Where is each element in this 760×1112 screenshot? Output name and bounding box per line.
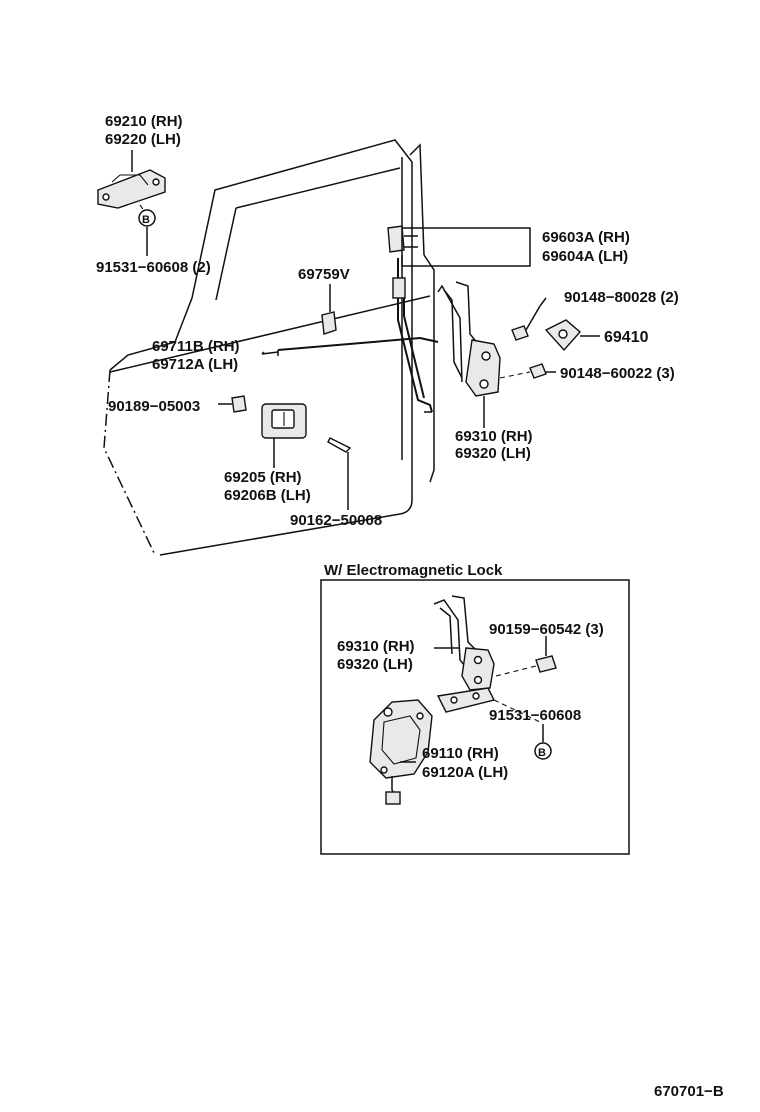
- label-69205: 69205 (RH): [224, 469, 302, 486]
- label-90189-05003: 90189−05003: [108, 398, 200, 415]
- label-box-69603: [401, 227, 531, 267]
- inset-actuator-part: [369, 699, 433, 805]
- label-69206B: 69206B (LH): [224, 487, 311, 504]
- inside-lock-rod: [261, 336, 439, 356]
- screw-90148-80028: [511, 297, 547, 341]
- labels-inset: 69310 (RH) 69320 (LH) 90159−60542 (3) 91…: [337, 621, 604, 781]
- screw-90189-05003: [218, 395, 247, 413]
- labels-main: 69210 (RH) 69220 (LH) 91531−60608 (2) 69…: [96, 113, 679, 529]
- inset-label-91531-60608: 91531−60608: [489, 707, 581, 724]
- inset-bracket-part: [436, 687, 541, 723]
- svg-text:B: B: [538, 747, 546, 759]
- figure-code: 670701−B: [654, 1083, 724, 1100]
- door-lock-assembly: [437, 281, 501, 428]
- label-90148-80028: 90148−80028 (2): [564, 289, 679, 306]
- inset-frame: [320, 579, 630, 855]
- label-69210: 69210 (RH): [105, 113, 183, 130]
- inset-label-69110: 69110 (RH): [422, 745, 499, 762]
- screw-90162-50008: [327, 437, 352, 510]
- striker-part: [544, 319, 600, 352]
- inset-label-69310: 69310 (RH): [337, 638, 415, 655]
- label-69711B: 69711B (RH): [152, 338, 240, 355]
- inset-screw-90159: [495, 636, 557, 677]
- label-69759V: 69759V: [298, 266, 350, 283]
- lock-knob-part: [387, 225, 418, 253]
- rod-clip-part: [321, 284, 337, 335]
- inset-label-69320: 69320 (LH): [337, 656, 413, 673]
- label-69320: 69320 (LH): [455, 445, 531, 462]
- inside-handle-part: [261, 403, 307, 468]
- outside-handle-part: [97, 150, 166, 213]
- inset-title: W/ Electromagnetic Lock: [324, 562, 503, 579]
- label-69712A: 69712A (LH): [152, 356, 238, 373]
- inset-lock-assembly: [433, 595, 495, 691]
- label-91531-60608-2: 91531−60608 (2): [96, 259, 211, 276]
- bolt-marker-top: B: [138, 209, 156, 256]
- screw-90148-60022: [499, 363, 556, 379]
- leader-lines: [261, 351, 265, 355]
- bolt-marker-bottom: B: [534, 724, 552, 760]
- lock-rods: [392, 258, 433, 413]
- label-69220: 69220 (LH): [105, 131, 181, 148]
- inset-label-69120A: 69120A (LH): [422, 764, 508, 781]
- label-69604A: 69604A (LH): [542, 248, 628, 265]
- label-90148-60022: 90148−60022 (3): [560, 365, 675, 382]
- label-69410: 69410: [604, 329, 649, 346]
- door-outline: [103, 139, 435, 556]
- inset-label-90159-60542: 90159−60542 (3): [489, 621, 604, 638]
- label-90162-50008: 90162−50008: [290, 512, 382, 529]
- svg-text:B: B: [142, 214, 150, 226]
- label-69310: 69310 (RH): [455, 428, 533, 445]
- label-69603A: 69603A (RH): [542, 229, 630, 246]
